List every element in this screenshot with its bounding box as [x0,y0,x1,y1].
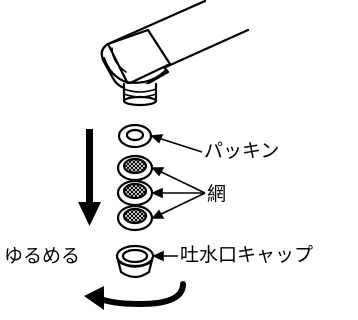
mesh-screen-3 [116,204,154,232]
down-arrow-icon [78,129,101,226]
spout-cap-label: 吐水口キャップ [180,244,314,266]
packing-ring [117,123,153,149]
spout-cap [115,244,155,279]
mesh-screen-1 [116,154,154,182]
mesh-label: 網 [207,183,227,205]
faucet-spout [100,0,250,107]
leader-lines [150,134,206,262]
packing-label: パッキン [204,140,280,162]
rotate-arrow-icon [84,281,186,310]
loosen-label: ゆるめる [4,245,81,267]
mesh-screen-2 [116,179,154,207]
